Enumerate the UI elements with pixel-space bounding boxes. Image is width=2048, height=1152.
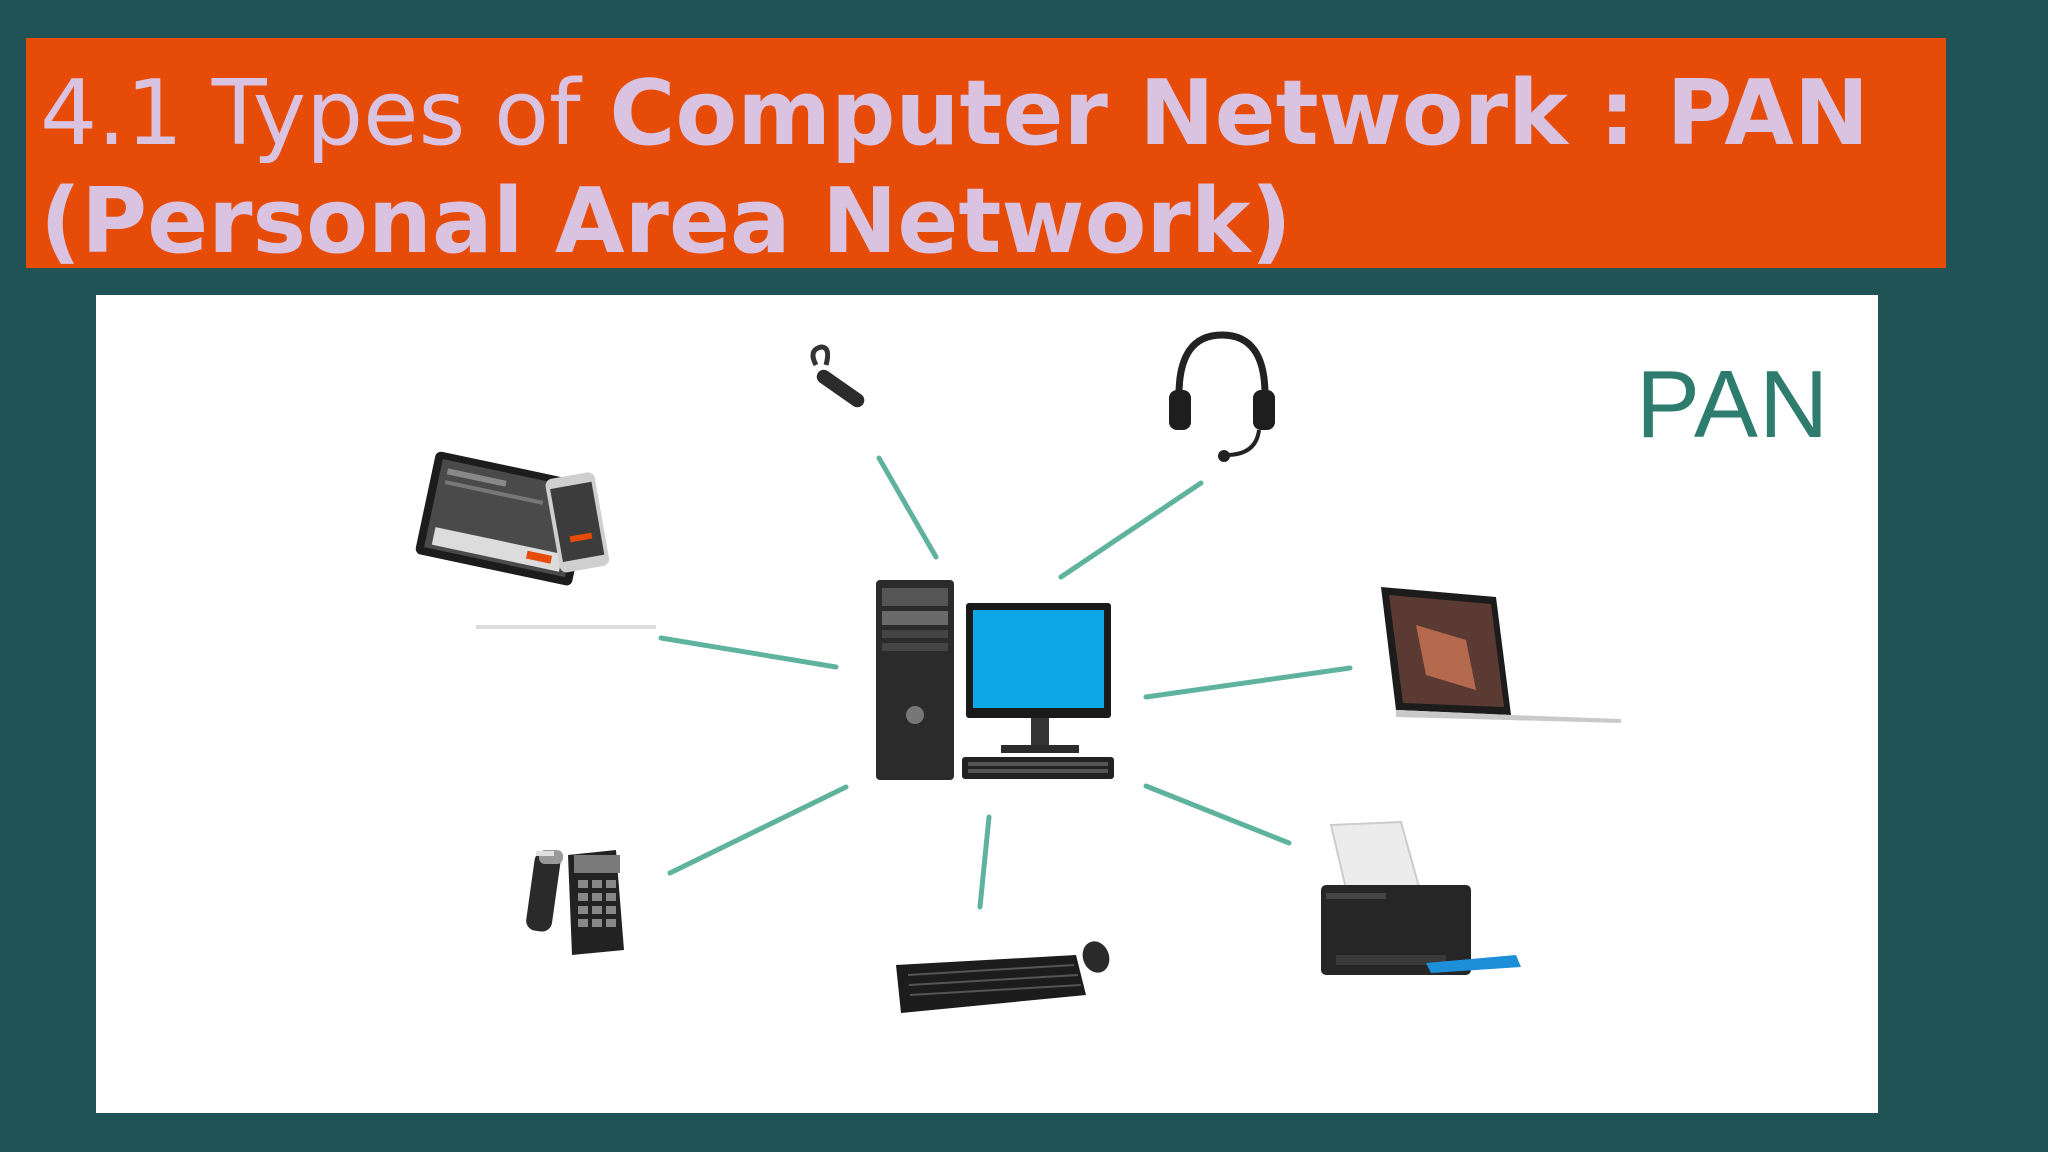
network-links (658, 455, 1353, 910)
pan-diagram-panel: PAN (96, 295, 1878, 1113)
slide-title: 4.1 Types of Computer Network : PAN (Per… (40, 60, 1946, 268)
keyboard-and-mouse-icon (896, 941, 1110, 1013)
link-printer (1143, 783, 1292, 846)
title-bar: 4.1 Types of Computer Network : PAN (Per… (26, 38, 1946, 268)
headphones-icon (1169, 331, 1275, 462)
link-laptop (1143, 665, 1353, 700)
desktop-computer-icon (876, 580, 1114, 780)
printer-icon (1321, 820, 1521, 975)
link-keyboard (977, 814, 992, 910)
link-headphones (1058, 480, 1204, 580)
title-prefix: 4.1 Types of (40, 61, 610, 166)
link-tablet-phone (658, 635, 839, 670)
link-bluetooth-headset (876, 455, 939, 560)
pan-diagram (415, 331, 1621, 1013)
tablet-and-smartphone-icon (415, 451, 656, 629)
title-bold-line2: (Personal Area Network) (40, 169, 1292, 268)
laptop-icon (1381, 587, 1621, 723)
link-desk-phone (667, 784, 849, 876)
title-bold-line1: Computer Network : PAN (609, 61, 1870, 166)
pan-label: PAN (1636, 351, 1830, 458)
bluetooth-headset-icon (810, 344, 865, 408)
desk-phone-icon (526, 850, 624, 955)
